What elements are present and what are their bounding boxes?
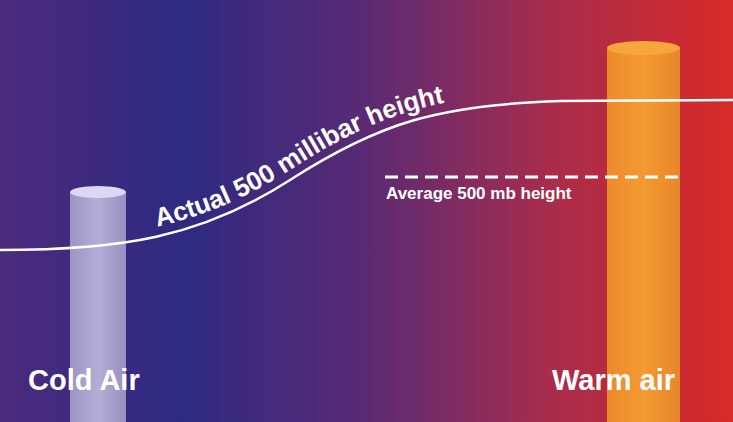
- average-label: Average 500 mb height: [386, 184, 572, 204]
- cold-air-label: Cold Air: [28, 364, 140, 397]
- warm-air-label: Warm air: [552, 364, 675, 397]
- average-height-line: [385, 176, 682, 179]
- curve-label: Actual 500 millibar height: [151, 79, 446, 232]
- curve-label: Actual 500 millibar height: [151, 79, 446, 232]
